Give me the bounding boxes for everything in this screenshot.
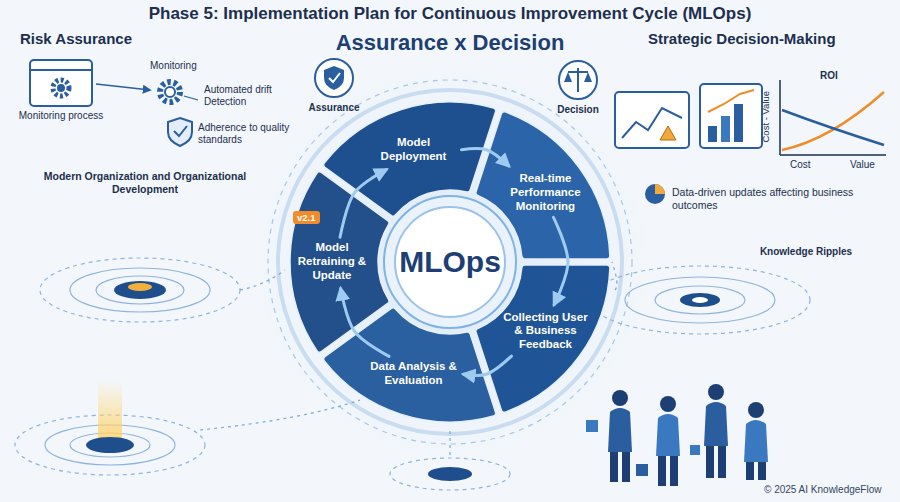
cycle-step: Real-time Performance Monitoring [501, 172, 589, 213]
center-ring [384, 196, 516, 328]
cycle-step: Data Analysis & Evaluation [370, 360, 458, 388]
hub-label: MLOps [399, 245, 501, 279]
version-badge: v2.1 [293, 211, 320, 224]
diagram-title: Phase 5: Implementation Plan for Continu… [0, 4, 900, 24]
axis-label: Cost [790, 159, 811, 171]
cycle-hub: MLOps [394, 206, 506, 318]
team-figures [586, 384, 768, 486]
cycle-arrow [341, 289, 389, 357]
orbit-ring [268, 80, 632, 444]
orbit-ring [278, 90, 622, 434]
ripple-disc [128, 283, 152, 291]
gear-icon [160, 82, 180, 102]
step-label: Collecting User & Business Feedback [501, 311, 589, 352]
axis-label: Cost - Value [760, 82, 771, 152]
section-heading: Strategic Decision-Making [648, 30, 836, 48]
axis-title: ROI [820, 70, 838, 82]
step-label: Model Retraining & Update [288, 241, 376, 282]
section-heading: Risk Assurance [20, 30, 132, 48]
step-label: Data Analysis & Evaluation [370, 360, 458, 388]
note-text: Data-driven updates affecting business o… [672, 186, 862, 211]
region-label: Modern Organization and Organizational D… [38, 170, 252, 195]
step-label: Model Deployment [370, 136, 458, 164]
ripple-disc [692, 297, 708, 303]
step-label: Real-time Performance Monitoring [501, 172, 589, 213]
ripple-disc [680, 293, 720, 307]
badge-caption: Decision [546, 104, 610, 116]
axis-label: Value [850, 159, 875, 171]
roi-plot [780, 80, 886, 155]
icon-caption: Monitoring [150, 60, 197, 72]
icon-caption: Automated drift Detection [204, 84, 290, 108]
icon-caption: Monitoring process [16, 110, 106, 122]
light-beam [98, 380, 122, 442]
cycle-step: Model Deployment [370, 136, 458, 164]
pie-icon [645, 184, 665, 204]
cycle-step: Model Retraining & Update [288, 241, 376, 282]
bar-chart-window [700, 84, 762, 148]
assurance-badge [315, 59, 353, 97]
cycle-arrow [464, 356, 512, 375]
ripple-disc [86, 437, 134, 453]
watermark: © 2025 AI KnowledgeFlow [764, 484, 881, 496]
monitor-window-icon [30, 60, 92, 106]
check-shield-icon [168, 118, 192, 146]
subtitle: Assurance x Decision [300, 30, 600, 56]
ripple-disc [428, 467, 472, 481]
cycle-arrow [462, 149, 509, 166]
line-chart-window [615, 92, 689, 148]
decision-badge [559, 61, 597, 99]
cycle-arrow [340, 170, 386, 238]
ring-glow [250, 62, 650, 462]
icon-caption: Adherence to quality standards [198, 122, 294, 146]
region-label: Knowledge Ripples [758, 246, 854, 258]
ripple-disc [114, 281, 166, 299]
cycle-arrow [553, 217, 568, 304]
badge-caption: Assurance [302, 102, 366, 114]
cycle-step: Collecting User & Business Feedback [501, 311, 589, 352]
